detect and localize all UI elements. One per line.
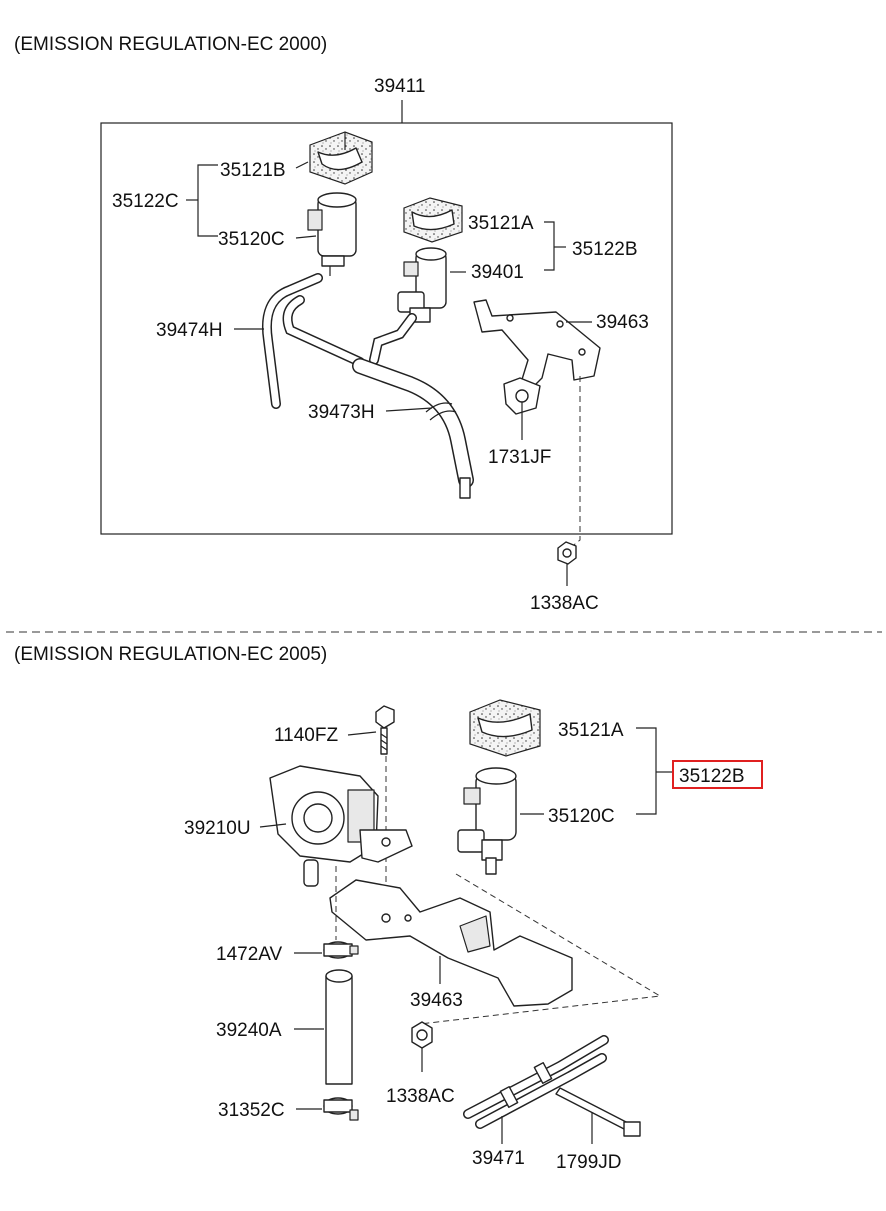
bracket-39463-part[interactable] bbox=[473, 299, 601, 391]
bolt-1731jf-part[interactable] bbox=[503, 377, 541, 415]
label-39474h[interactable]: 39474H bbox=[156, 320, 223, 341]
assembly-frame bbox=[100, 122, 673, 535]
label-35120c[interactable]: 35120C bbox=[218, 229, 285, 250]
clamp-31352c-part[interactable] bbox=[323, 1097, 359, 1121]
label-35121b[interactable]: 35121B bbox=[220, 160, 286, 181]
screw-1140fz-part[interactable] bbox=[375, 705, 395, 755]
bracket-39463-bottom-part[interactable] bbox=[329, 879, 573, 1007]
hose-39474h-part[interactable] bbox=[262, 273, 365, 409]
sensor-39210u-part[interactable] bbox=[269, 765, 413, 887]
label-35121a-bottom[interactable]: 35121A bbox=[558, 720, 624, 741]
label-39463-top[interactable]: 39463 bbox=[596, 312, 649, 333]
label-39210u[interactable]: 39210U bbox=[184, 818, 251, 839]
cable-tie-1799jd-part[interactable] bbox=[555, 1087, 641, 1137]
nut-1338ac-bottom-part[interactable] bbox=[411, 1021, 433, 1049]
label-39463-bottom[interactable]: 39463 bbox=[410, 990, 463, 1011]
label-1799jd[interactable]: 1799JD bbox=[556, 1152, 622, 1173]
cap-35121a-bottom-part[interactable] bbox=[469, 699, 541, 757]
section-header-ec2000: (EMISSION REGULATION-EC 2000) bbox=[14, 34, 327, 55]
label-39240a[interactable]: 39240A bbox=[216, 1020, 282, 1041]
cap-35121a-part[interactable] bbox=[403, 197, 463, 243]
label-1338ac-top[interactable]: 1338AC bbox=[530, 593, 599, 614]
label-1472av[interactable]: 1472AV bbox=[216, 944, 283, 965]
label-35122c[interactable]: 35122C bbox=[112, 191, 179, 212]
label-31352c[interactable]: 31352C bbox=[218, 1100, 285, 1121]
nut-1338ac-top-part[interactable] bbox=[557, 541, 577, 565]
label-1731jf[interactable]: 1731JF bbox=[488, 447, 551, 468]
label-35122b[interactable]: 35122B bbox=[572, 239, 638, 260]
valve-35120c-bottom-part[interactable] bbox=[457, 767, 517, 875]
label-35122b-bottom[interactable]: 35122B bbox=[679, 766, 745, 787]
valve-35120c-part[interactable] bbox=[307, 192, 357, 276]
label-39471[interactable]: 39471 bbox=[472, 1148, 525, 1169]
hose-39473h-part[interactable] bbox=[352, 313, 474, 499]
hose-39240a-part[interactable] bbox=[325, 969, 353, 1085]
highlight-box-35122b bbox=[672, 760, 763, 789]
label-39411[interactable]: 39411 bbox=[374, 76, 425, 97]
valve-39401-part[interactable] bbox=[397, 247, 447, 323]
section-header-ec2005: (EMISSION REGULATION-EC 2005) bbox=[14, 644, 327, 665]
label-1140fz[interactable]: 1140FZ bbox=[274, 725, 338, 746]
label-39401[interactable]: 39401 bbox=[471, 262, 524, 283]
hose-set-39471-part[interactable] bbox=[463, 1035, 609, 1129]
cap-35121b-part[interactable] bbox=[309, 131, 373, 185]
clamp-1472av-part[interactable] bbox=[323, 941, 359, 959]
label-1338ac-bottom[interactable]: 1338AC bbox=[386, 1086, 455, 1107]
label-39473h[interactable]: 39473H bbox=[308, 402, 375, 423]
label-35121a[interactable]: 35121A bbox=[468, 213, 534, 234]
label-35120c-bottom[interactable]: 35120C bbox=[548, 806, 615, 827]
